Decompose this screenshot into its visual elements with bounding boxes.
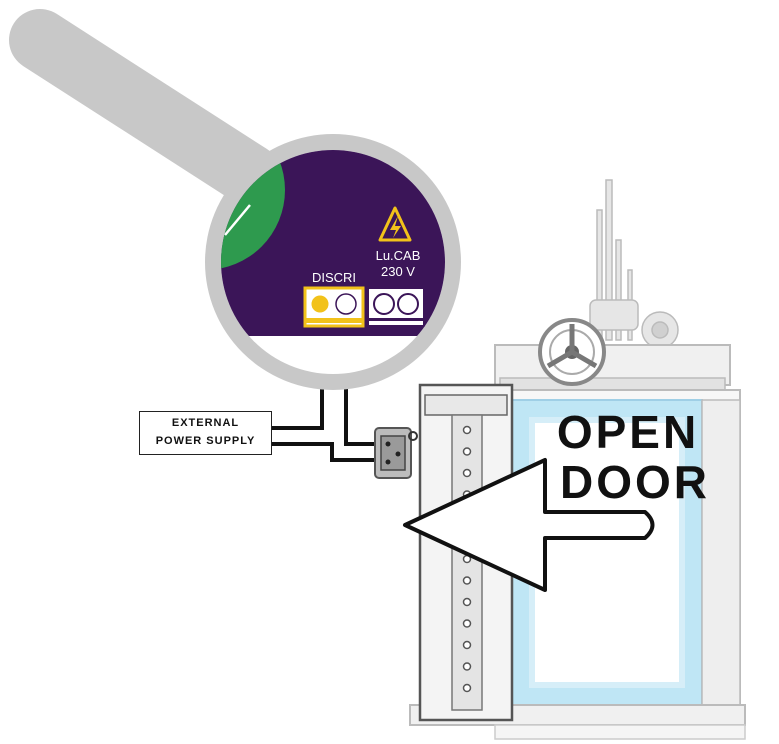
external-power-supply-line1: EXTERNAL [171,417,240,429]
lucab-terminal [367,287,425,327]
handwheel-icon [538,318,606,386]
open-door-label-line2: DOOR [560,456,710,508]
open-door-arrow-icon [403,458,655,592]
discri-terminal [303,286,365,328]
door-panel-hole [462,662,472,671]
door-panel-hole [462,468,472,478]
cabin-top-machinery [589,179,679,349]
lucab-label-line2: 230 V [381,264,415,279]
door-panel-hole [462,640,472,650]
discri-label: DISCRI [312,270,356,285]
high-voltage-warning-icon [378,206,412,242]
door-panel-hole [462,576,472,585]
magnifier-icon: Lu.CAB 230 V DISCRI [9,9,461,390]
lucab-label-line1: Lu.CAB [376,248,421,263]
door-panel-hole [462,447,472,456]
external-power-supply-label: EXTERNAL POWER SUPPLY [139,411,272,455]
door-panel-hole [462,425,472,435]
open-door-label-line1: OPEN [557,406,699,458]
elevator-cabin [409,179,746,740]
door-panel-hole [462,619,472,628]
external-power-supply-line2: POWER SUPPLY [155,435,256,447]
door-panel-hole [462,683,472,693]
door-contact-switch-icon [374,427,418,479]
door-panel-hole [462,597,472,607]
green-component [221,150,285,270]
